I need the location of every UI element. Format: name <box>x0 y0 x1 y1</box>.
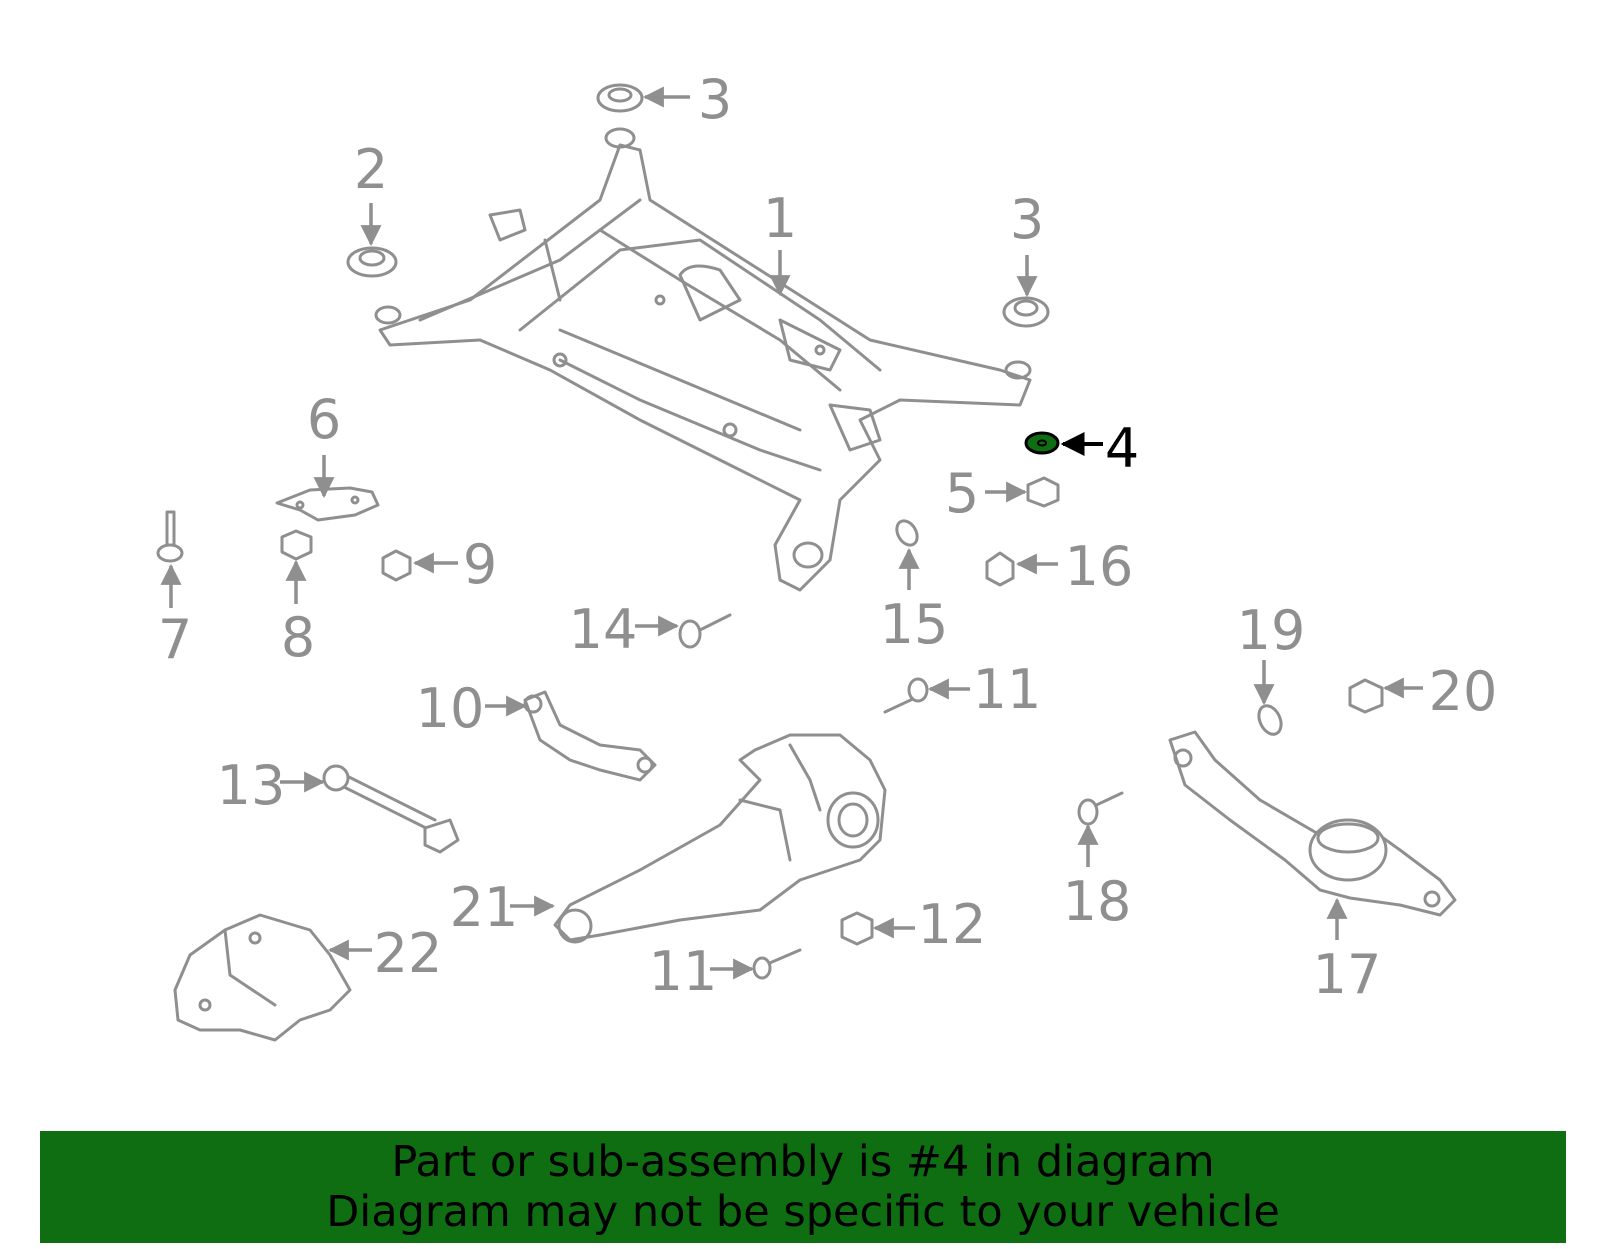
part-14-bolt[interactable] <box>678 613 732 649</box>
callout-3-right: 3 <box>1010 188 1044 251</box>
callout-4-highlighted: 4 <box>1105 417 1139 480</box>
part-4-washer-highlighted[interactable] <box>1024 431 1060 455</box>
callout-15: 15 <box>880 593 949 656</box>
part-13-lateral-link[interactable] <box>322 764 460 854</box>
part-7-bolt[interactable] <box>156 510 184 563</box>
callout-18: 18 <box>1063 870 1132 933</box>
callout-2: 2 <box>354 138 388 201</box>
callout-14: 14 <box>569 598 638 661</box>
callout-10: 10 <box>416 677 485 740</box>
callout-8: 8 <box>281 606 315 669</box>
part-16-nut[interactable] <box>985 551 1015 587</box>
callout-22: 22 <box>374 922 443 985</box>
part-17-lower-arm[interactable] <box>1168 730 1457 917</box>
part-11-bolt-upper[interactable] <box>883 677 929 714</box>
part-10-upper-arm[interactable] <box>523 690 657 782</box>
callout-19: 19 <box>1237 599 1306 662</box>
part-11-bolt-lower[interactable] <box>752 948 802 980</box>
part-21-trailing-arm-knuckle[interactable] <box>553 733 887 944</box>
part-2-mount-bushing[interactable] <box>346 246 398 278</box>
part-5-nut[interactable] <box>1026 476 1060 508</box>
part-8-nut[interactable] <box>280 529 313 561</box>
callout-11-upper: 11 <box>973 658 1042 721</box>
callout-5: 5 <box>945 462 979 525</box>
banner-line-2: Diagram may not be specific to your vehi… <box>326 1187 1280 1237</box>
callout-13: 13 <box>217 754 286 817</box>
info-banner: Part or sub-assembly is #4 in diagram Di… <box>40 1131 1566 1243</box>
part-9-nut[interactable] <box>381 549 412 582</box>
part-18-bolt[interactable] <box>1077 791 1124 826</box>
callout-labels: 1 2 3 3 4 5 6 7 8 9 10 11 11 12 13 14 15… <box>158 68 1498 1006</box>
part-12-nut[interactable] <box>840 911 874 946</box>
part-3-mount-bushing-right[interactable] <box>1002 296 1050 328</box>
callout-16: 16 <box>1065 535 1134 598</box>
callout-3-top: 3 <box>698 68 732 131</box>
callout-21: 21 <box>450 876 519 939</box>
part-3-mount-bushing-top[interactable] <box>596 83 644 113</box>
part-20-nut[interactable] <box>1348 678 1384 714</box>
leader-arrows <box>160 86 1423 980</box>
banner-line-1: Part or sub-assembly is #4 in diagram <box>391 1137 1215 1187</box>
part-19-washer[interactable] <box>1255 702 1286 738</box>
callout-17: 17 <box>1313 943 1382 1006</box>
part-1-crossmember[interactable] <box>374 127 1032 592</box>
callout-1: 1 <box>763 187 797 250</box>
callout-12: 12 <box>918 893 987 956</box>
callout-7: 7 <box>158 608 192 671</box>
part-22-shield[interactable] <box>173 913 352 1042</box>
callout-11-lower: 11 <box>649 940 718 1003</box>
callout-20: 20 <box>1429 660 1498 723</box>
part-6-bracket[interactable] <box>275 486 380 522</box>
callout-6: 6 <box>307 388 341 451</box>
callout-9: 9 <box>463 533 497 596</box>
part-15-washer[interactable] <box>893 517 922 549</box>
